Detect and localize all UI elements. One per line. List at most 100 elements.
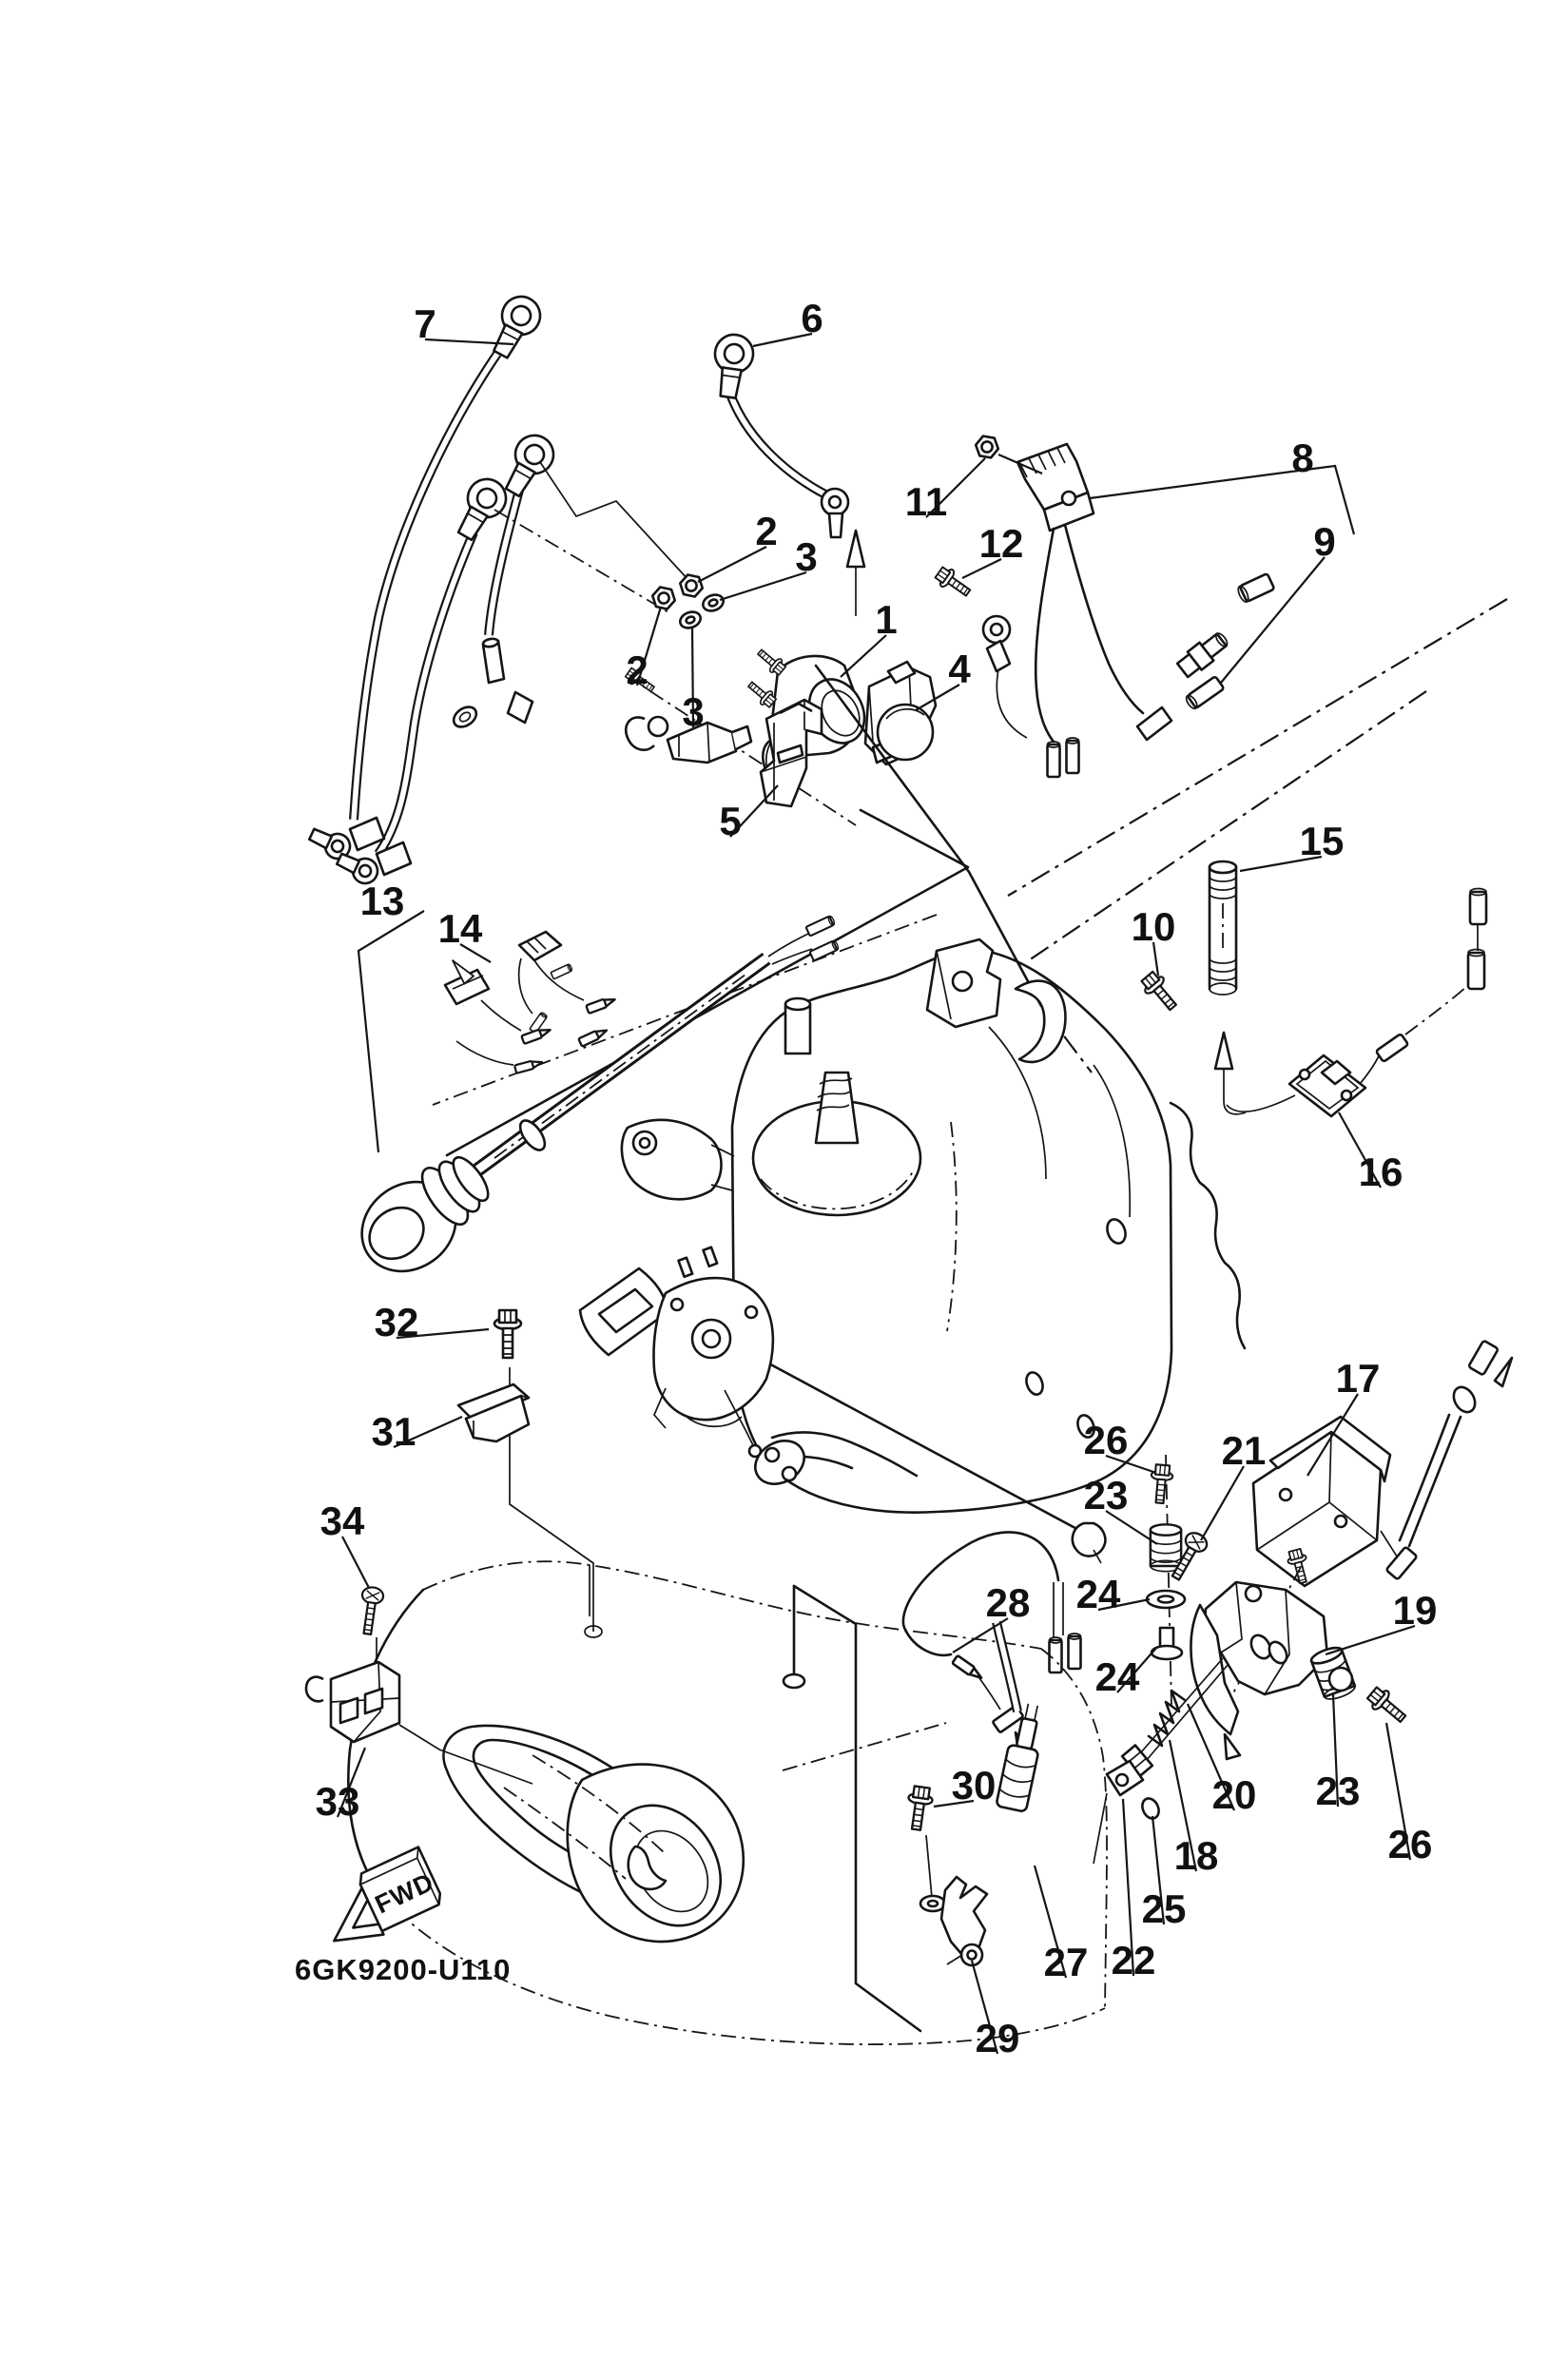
leader-line-31 (393, 1415, 463, 1449)
leader-line-5 (729, 784, 779, 838)
plate-31 (456, 1383, 531, 1443)
callout-2: 2 (755, 509, 777, 553)
callout-3: 3 (682, 689, 704, 734)
callout-20: 20 (1212, 1772, 1257, 1817)
leader-line-21 (1200, 1465, 1245, 1541)
leader-line-12 (961, 558, 1002, 579)
callout-23: 23 (1316, 1769, 1361, 1813)
callout-26: 26 (1084, 1418, 1129, 1462)
callout-27: 27 (1044, 1940, 1089, 1984)
leader-line-1 (840, 634, 887, 678)
leader-line-6 (752, 332, 813, 348)
bracket-5-group (623, 665, 857, 826)
callout-32: 32 (375, 1300, 419, 1344)
callout-23: 23 (1084, 1473, 1129, 1518)
callout-3: 3 (795, 534, 817, 579)
callout-24: 24 (1076, 1572, 1121, 1616)
callout-28: 28 (986, 1580, 1031, 1625)
callout-14: 14 (438, 906, 483, 951)
callout-16: 16 (1359, 1150, 1403, 1194)
callout-2: 2 (626, 648, 648, 692)
leader-line-9 (1220, 556, 1326, 684)
leader-line-14 (459, 943, 492, 963)
ignition-coil (863, 660, 938, 766)
leader-line-24 (1097, 1597, 1151, 1612)
leader-line-4 (915, 684, 960, 711)
bottom-cowling (347, 1560, 1108, 2045)
leader-line-23 (1105, 1510, 1158, 1545)
callout-21: 21 (1222, 1428, 1267, 1473)
leader-line-3 (719, 570, 807, 602)
leader-line-23 (1331, 1693, 1340, 1808)
stud-15 (1208, 860, 1238, 996)
callout-8: 8 (1291, 435, 1313, 480)
leader-line-19 (1325, 1624, 1416, 1656)
leader-line-20 (1186, 1703, 1236, 1811)
leader-line-7 (424, 338, 514, 346)
leader-line-25 (1151, 1815, 1166, 1925)
callout-13: 13 (360, 879, 405, 923)
callout-12: 12 (979, 521, 1024, 566)
battery-cables (305, 288, 866, 889)
callout-29: 29 (976, 2016, 1020, 2060)
fwd-arrow: FWD (333, 1846, 442, 1943)
bolt-10 (1137, 968, 1183, 1016)
callout-25: 25 (1142, 1886, 1187, 1931)
callout-7: 7 (414, 301, 436, 346)
bolt-30-clamp-29 (902, 1784, 989, 1967)
callout-17: 17 (1336, 1356, 1381, 1401)
callout-1: 1 (875, 597, 897, 642)
callout-10: 10 (1132, 904, 1176, 949)
leader-line-2 (697, 546, 767, 583)
callout-5: 5 (719, 799, 741, 843)
callout-6: 6 (801, 296, 823, 340)
leader-line-33 (336, 1747, 367, 1818)
callout-22: 22 (1112, 1938, 1156, 1982)
leader-line-22 (1121, 1798, 1135, 1977)
leader-line-26 (1384, 1722, 1412, 1861)
callout-31: 31 (372, 1409, 416, 1454)
thermo-sensor-16 (1213, 887, 1488, 1118)
leader-line-17 (1307, 1393, 1359, 1477)
leader-line-29 (970, 1960, 999, 2055)
callout-30: 30 (952, 1763, 997, 1808)
leader-line-3 (690, 626, 695, 728)
leader-line-30 (933, 1799, 975, 1808)
leader-line-15 (1239, 855, 1323, 873)
leader-line-26 (1105, 1454, 1157, 1475)
leader-line-27 (1033, 1865, 1068, 1979)
callout-18: 18 (1174, 1833, 1219, 1878)
terminal-fasteners-2-3 (494, 461, 727, 632)
callout-15: 15 (1300, 819, 1345, 863)
cdi-unit-17 (1228, 1340, 1514, 1703)
cable-clamp-33 (304, 1584, 533, 1785)
bracket-19-group (1071, 1454, 1412, 1865)
rectifier-8-group (932, 434, 1356, 779)
callout-9: 9 (1313, 519, 1335, 564)
callout-11: 11 (905, 479, 947, 524)
callout-19: 19 (1393, 1588, 1438, 1633)
callout-4: 4 (948, 647, 971, 691)
leader-line-2 (635, 606, 663, 686)
callout-26: 26 (1388, 1822, 1433, 1866)
bolt-32 (493, 1308, 523, 1360)
lead-wire-28 (901, 1531, 1082, 1761)
leader-line-18 (1168, 1739, 1198, 1872)
sub-wire-leads-14 (443, 930, 618, 1074)
spark-plug-cap-27 (992, 1620, 1039, 1812)
leader-line-28 (952, 1617, 1009, 1653)
leader-line-32 (396, 1327, 490, 1340)
engine-block (620, 938, 1247, 1514)
callout-34: 34 (320, 1499, 365, 1543)
leader-line-16 (1338, 1112, 1382, 1189)
wire-harness-13 (360, 914, 841, 1273)
leader-line-34 (341, 1536, 370, 1589)
leader-line-24 (1116, 1646, 1158, 1693)
leader-lines (336, 332, 1416, 2055)
leader-line-11 (925, 457, 986, 518)
callout-33: 33 (316, 1779, 360, 1824)
leader-line-10 (1152, 941, 1160, 976)
